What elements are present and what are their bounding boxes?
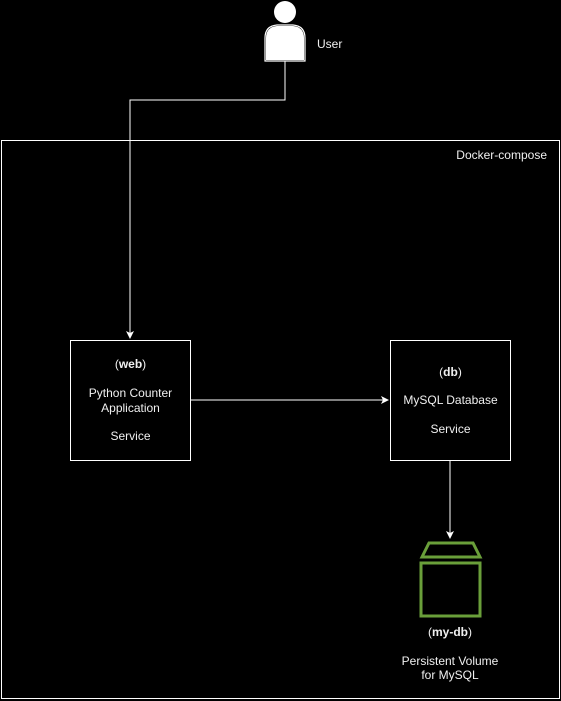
volume-box-icon bbox=[419, 541, 483, 618]
web-service-name: (web) bbox=[114, 357, 147, 371]
db-service-name: (db) bbox=[439, 365, 462, 379]
user-icon bbox=[264, 1, 306, 62]
web-service-line2: Application bbox=[101, 401, 160, 415]
web-service-line1: Python Counter bbox=[88, 386, 173, 400]
user-label: User bbox=[317, 37, 343, 51]
web-service-line3: Service bbox=[110, 429, 151, 443]
db-service-box: (db) MySQL Database Service bbox=[390, 340, 511, 461]
volume-line2: for MySQL bbox=[421, 668, 479, 682]
docker-compose-label: Docker-compose bbox=[456, 148, 547, 162]
db-service-line1: MySQL Database bbox=[403, 393, 498, 407]
volume-line1: Persistent Volume bbox=[401, 654, 499, 668]
db-service-line2: Service bbox=[430, 422, 471, 436]
web-service-box: (web) Python Counter Application Service bbox=[70, 340, 191, 461]
volume-name: (my-db) bbox=[428, 625, 472, 639]
